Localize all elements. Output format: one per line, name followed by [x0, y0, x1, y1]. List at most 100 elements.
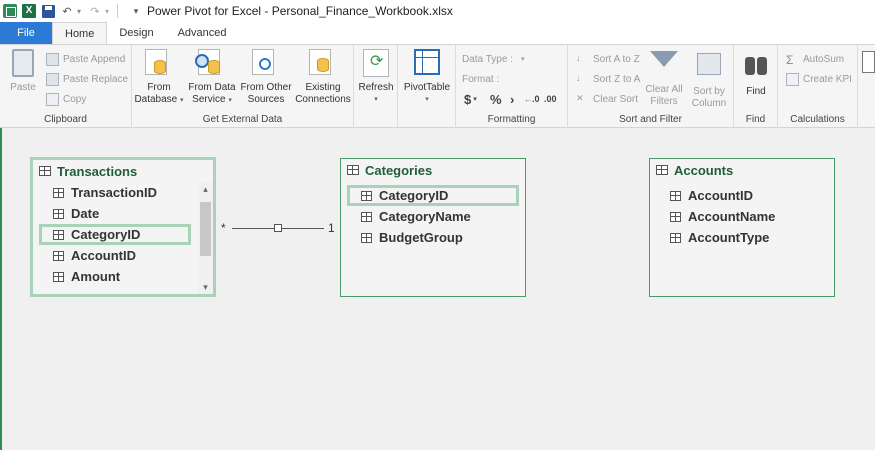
- field-accountid[interactable]: AccountID: [650, 185, 834, 206]
- sort-descending-icon: ↓: [576, 72, 581, 83]
- excel-icon[interactable]: X: [22, 4, 36, 18]
- table-categories[interactable]: Categories CategoryID CategoryName Budge…: [340, 158, 526, 297]
- sort-by-column-button[interactable]: Sort by Column: [686, 49, 732, 110]
- sort-ascending-icon: ↓: [576, 52, 581, 63]
- sort-a-to-z-button[interactable]: ↓ Sort A to Z: [576, 52, 640, 65]
- binoculars-icon: [743, 53, 769, 77]
- find-group-label: Find: [745, 114, 766, 125]
- field-categoryid[interactable]: CategoryID: [39, 224, 191, 245]
- field-categoryid[interactable]: CategoryID: [347, 185, 519, 206]
- undo-dropdown-icon[interactable]: ▾: [76, 6, 81, 16]
- column-icon: [361, 190, 372, 201]
- create-kpi-button[interactable]: Create KPI: [786, 71, 852, 87]
- paste-replace-button[interactable]: Paste Replace: [46, 71, 128, 87]
- table-scrollbar[interactable]: ▴ ▾: [198, 182, 213, 294]
- column-icon: [53, 250, 64, 261]
- dropdown-arrow-icon: ▾: [473, 96, 477, 103]
- from-other-sources-button[interactable]: From Other Sources: [238, 49, 294, 106]
- column-icon: [53, 187, 64, 198]
- column-icon: [670, 190, 681, 201]
- formatting-group-label: Formatting: [487, 114, 536, 125]
- decrease-decimal-button[interactable]: .00: [544, 94, 557, 104]
- calculations-group-label: Calculations: [790, 114, 845, 125]
- field-budgetgroup[interactable]: BudgetGroup: [341, 227, 525, 248]
- field-transactionid[interactable]: TransactionID: [33, 182, 213, 203]
- field-amount[interactable]: Amount: [33, 266, 213, 287]
- relationship-handle[interactable]: [274, 224, 282, 232]
- save-icon[interactable]: [41, 4, 55, 18]
- undo-icon[interactable]: ↶: [62, 5, 72, 18]
- comma-format-button[interactable]: ›: [510, 91, 515, 107]
- customize-toolbar-icon[interactable]: ▾: [133, 5, 139, 16]
- existing-connections-button[interactable]: Existing Connections: [294, 49, 352, 106]
- pivottable-button[interactable]: PivotTable ▾: [400, 49, 454, 106]
- increase-decimal-button[interactable]: ←.0: [524, 94, 540, 104]
- table-header[interactable]: Transactions: [33, 160, 213, 182]
- relationship-one-label: 1: [328, 221, 335, 235]
- from-database-button[interactable]: From Database ▾: [134, 49, 184, 107]
- clear-sort-icon: ✕: [576, 92, 584, 103]
- relationship-many-label: *: [221, 221, 226, 235]
- funnel-icon: [650, 51, 678, 67]
- sort-filter-group-label: Sort and Filter: [619, 114, 682, 125]
- clear-all-filters-button[interactable]: Clear All Filters: [642, 49, 686, 108]
- autosum-button[interactable]: Σ AutoSum: [786, 52, 845, 67]
- column-icon: [670, 232, 681, 243]
- paste-button[interactable]: Paste: [6, 49, 40, 94]
- from-data-service-button[interactable]: From Data Service ▾: [186, 49, 238, 107]
- table-accounts[interactable]: Accounts AccountID AccountName AccountTy…: [649, 158, 835, 297]
- dropdown-arrow-icon: ▾: [374, 96, 378, 103]
- pivottable-group: PivotTable ▾: [398, 45, 456, 128]
- paste-append-icon: [46, 52, 59, 66]
- copy-button[interactable]: Copy: [46, 91, 86, 107]
- find-button[interactable]: Find: [736, 49, 776, 98]
- table-transactions[interactable]: Transactions TransactionID Date Category…: [30, 157, 216, 297]
- column-icon: [53, 229, 64, 240]
- formatting-group: Data Type : ▾ Format : $ ▾ % › ←.0 .00 F…: [456, 45, 568, 128]
- dropdown-arrow-icon: ▾: [520, 56, 525, 63]
- field-categoryname[interactable]: CategoryName: [341, 206, 525, 227]
- clipboard-group-label: Clipboard: [44, 114, 87, 125]
- column-icon: [361, 211, 372, 222]
- refresh-group: Refresh ▾: [354, 45, 398, 128]
- scroll-thumb[interactable]: [200, 202, 211, 256]
- clipboard-group: Paste Paste Append Paste Replace Copy Cl…: [0, 45, 132, 128]
- currency-format-button[interactable]: $ ▾: [464, 91, 477, 107]
- refresh-button[interactable]: Refresh ▾: [356, 49, 396, 106]
- field-accountid[interactable]: AccountID: [33, 245, 213, 266]
- format-dropdown[interactable]: Format :: [462, 73, 500, 85]
- sort-by-column-icon: [697, 53, 721, 75]
- scroll-down-icon[interactable]: ▾: [203, 282, 208, 292]
- table-icon: [656, 165, 668, 175]
- toolbar-separator: [117, 4, 118, 18]
- from-database-icon: [145, 49, 167, 75]
- clear-sort-button[interactable]: ✕ Clear Sort: [576, 92, 639, 105]
- tab-advanced[interactable]: Advanced: [177, 27, 227, 39]
- table-header[interactable]: Categories: [341, 159, 525, 181]
- sigma-icon: Σ: [786, 52, 794, 67]
- column-icon: [670, 211, 681, 222]
- external-data-group-label: Get External Data: [202, 114, 283, 125]
- tab-design[interactable]: Design: [119, 27, 154, 39]
- dropdown-arrow-icon: ▾: [228, 97, 232, 104]
- paste-append-button[interactable]: Paste Append: [46, 51, 125, 67]
- percent-format-button[interactable]: %: [490, 91, 502, 107]
- column-icon: [53, 271, 64, 282]
- tab-home[interactable]: Home: [52, 22, 108, 44]
- tab-file[interactable]: File: [0, 22, 52, 44]
- view-icon: [862, 51, 875, 73]
- column-icon: [361, 232, 372, 243]
- table-header[interactable]: Accounts: [650, 159, 834, 181]
- scroll-up-icon[interactable]: ▴: [203, 184, 208, 194]
- data-type-dropdown[interactable]: Data Type : ▾: [462, 53, 525, 65]
- table-icon: [347, 165, 359, 175]
- field-date[interactable]: Date: [33, 203, 213, 224]
- sort-z-to-a-button[interactable]: ↓ Sort Z to A: [576, 72, 641, 85]
- field-accounttype[interactable]: AccountType: [650, 227, 834, 248]
- redo-dropdown-icon[interactable]: ▾: [104, 6, 109, 16]
- view-group-partial[interactable]: [862, 51, 875, 91]
- from-data-service-icon: [195, 49, 220, 75]
- window-title: Power Pivot for Excel - Personal_Finance…: [147, 4, 453, 18]
- redo-icon[interactable]: ↷: [90, 5, 100, 18]
- field-accountname[interactable]: AccountName: [650, 206, 834, 227]
